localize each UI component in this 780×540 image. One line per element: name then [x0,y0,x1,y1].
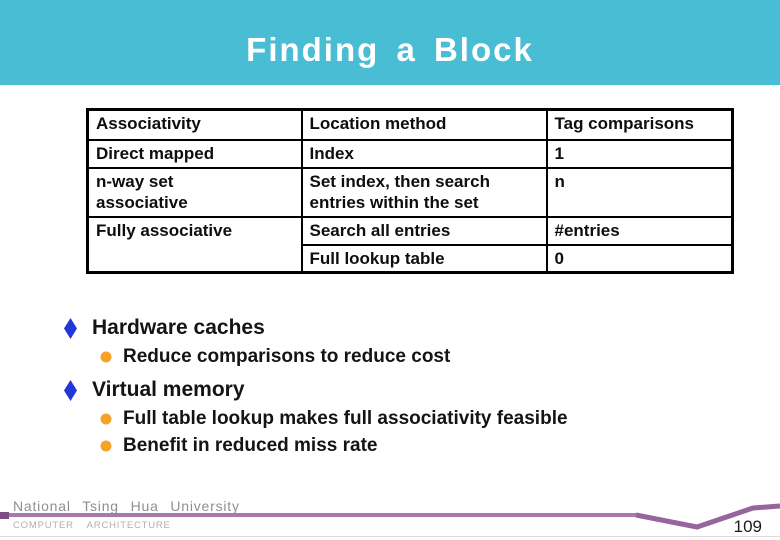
university-name: National Tsing Hua University [13,498,240,514]
footer-swoosh [0,503,780,530]
bullet-item-full-table-lookup: Full table lookup makes full associativi… [100,405,780,432]
bullet-item-reduce-comparisons: Reduce comparisons to reduce cost [100,343,780,370]
bullet-list: Hardware caches Reduce comparisons to re… [0,313,780,459]
circle-bullet-icon [100,351,112,363]
table-cell: Index [300,138,548,169]
bullet-label: Full table lookup makes full associativi… [123,407,568,429]
footer-divider-line [0,536,780,537]
table-row: Direct mapped Index 1 [86,138,734,169]
associativity-table: Associativity Location method Tag compar… [86,108,734,274]
table-cell: Set index, then search entries within th… [300,166,548,218]
table-row: Fully associative Search all entries #en… [86,215,734,274]
bullet-item-virtual-memory: Virtual memory [64,375,780,405]
col-header-associativity: Associativity [86,108,303,141]
circle-bullet-icon [100,440,112,452]
table-cell: Full lookup table [300,243,548,274]
table-cell: 0 [545,243,734,274]
table-cell: n-way set associative [86,166,303,218]
department-name: COMPUTER ARCHITECTURE [13,520,171,531]
table-cell: 1 [545,138,734,169]
bullet-label: Hardware caches [92,316,265,339]
bullet-label: Virtual memory [92,378,245,401]
page-number: 109 [733,517,762,536]
diamond-bullet-icon [64,317,77,339]
table-row: n-way set associative Set index, then se… [86,166,734,218]
bullet-label: Benefit in reduced miss rate [123,434,378,456]
table-cell: n [545,166,734,218]
bullet-item-benefit-miss-rate: Benefit in reduced miss rate [100,432,780,459]
diamond-bullet-icon [64,379,77,401]
table-cell: Fully associative [86,215,303,274]
circle-bullet-icon [100,413,112,425]
table-cell: Direct mapped [86,138,303,169]
col-header-location-method: Location method [300,108,548,141]
header-band: Finding a Block [0,0,780,85]
table-header-row: Associativity Location method Tag compar… [86,108,734,141]
bullet-label: Reduce comparisons to reduce cost [123,345,451,367]
table-cell: #entries [545,215,734,246]
col-header-tag-comparisons: Tag comparisons [545,108,734,141]
bullet-item-hardware-caches: Hardware caches [64,313,780,343]
table-cell: Search all entries [300,215,548,246]
table-row: Full lookup table 0 [88,243,734,274]
page-title: Finding a Block [246,31,534,68]
